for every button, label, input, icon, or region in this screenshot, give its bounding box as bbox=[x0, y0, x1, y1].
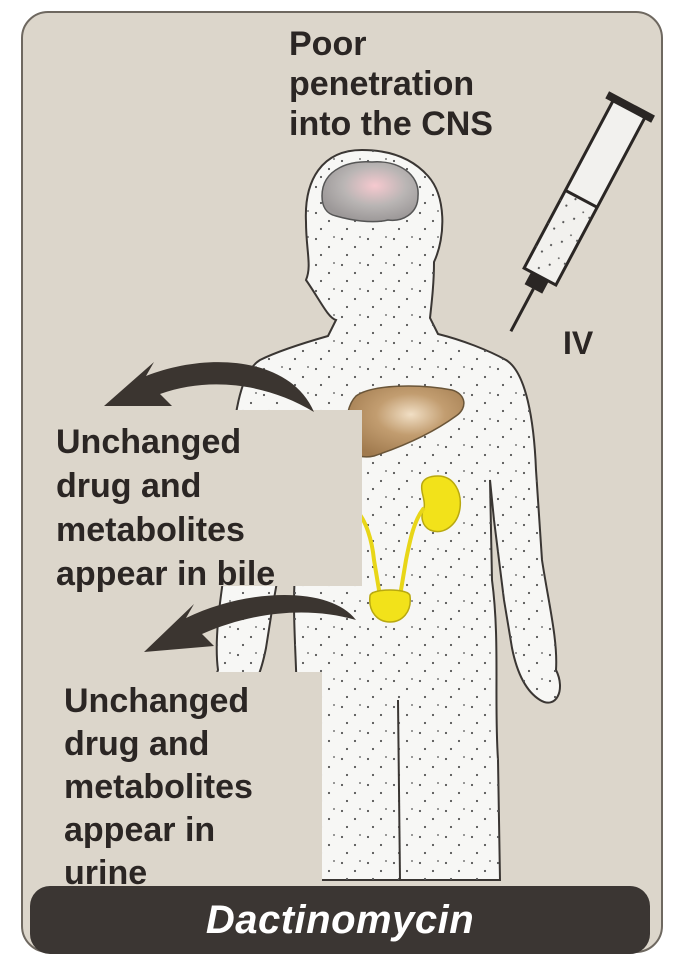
bile-label-line: appear in bile bbox=[56, 552, 275, 596]
bile-label-line: Unchanged bbox=[56, 420, 275, 464]
urine-label-line: urine bbox=[64, 852, 253, 895]
brain-icon bbox=[322, 162, 418, 222]
bladder bbox=[370, 590, 411, 622]
right-kidney bbox=[422, 476, 461, 532]
drug-title: Dactinomycin bbox=[40, 890, 640, 950]
urine-label-line: appear in bbox=[64, 809, 253, 852]
cns-label-line: into the CNS bbox=[289, 104, 493, 144]
urine-label-line: metabolites bbox=[64, 766, 253, 809]
cns-label-line: penetration bbox=[289, 64, 493, 104]
bile-excretion-label: Unchanged drug and metabolites appear in… bbox=[56, 420, 275, 596]
bile-label-line: drug and bbox=[56, 464, 275, 508]
cns-penetration-label: Poor penetration into the CNS bbox=[289, 24, 493, 144]
urine-label-line: drug and bbox=[64, 723, 253, 766]
cns-label-line: Poor bbox=[289, 24, 493, 64]
urine-label-line: Unchanged bbox=[64, 680, 253, 723]
urine-excretion-label: Unchanged drug and metabolites appear in… bbox=[64, 680, 253, 895]
bile-label-line: metabolites bbox=[56, 508, 275, 552]
iv-label: IV bbox=[563, 326, 593, 361]
